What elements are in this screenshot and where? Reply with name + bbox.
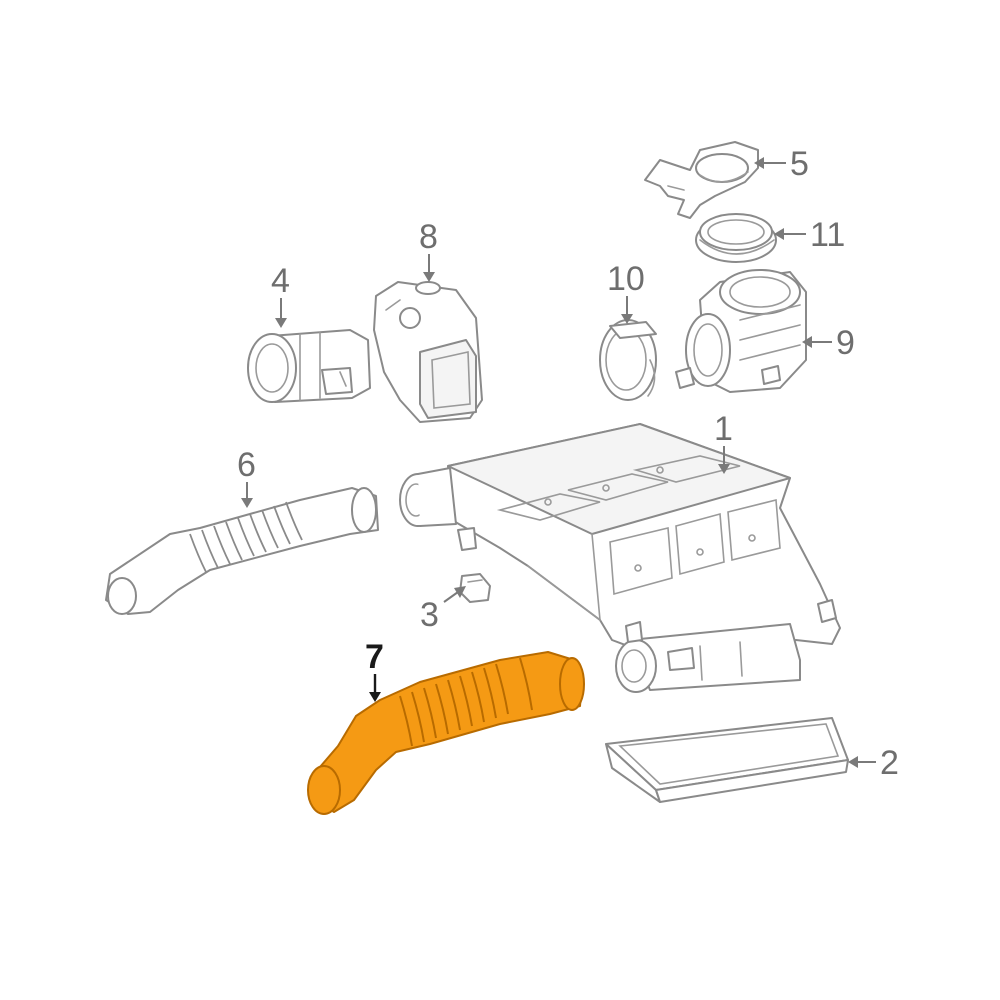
callout-4: 4 xyxy=(271,262,290,300)
callout-6: 6 xyxy=(237,446,256,484)
part-9-adapter-housing[interactable] xyxy=(675,269,807,393)
callout-labels: 1 2 3 4 5 6 7 8 9 10 11 xyxy=(237,145,899,782)
callout-5: 5 xyxy=(790,145,809,183)
part-2-air-filter[interactable] xyxy=(605,717,849,803)
leader-lines xyxy=(241,157,876,768)
part-10-clamp-ring[interactable] xyxy=(599,319,657,401)
part-7-lower-hose-highlighted[interactable] xyxy=(307,651,585,815)
callout-11: 11 xyxy=(810,216,845,254)
callout-2: 2 xyxy=(880,744,899,782)
callout-9: 9 xyxy=(836,324,855,362)
callout-10: 10 xyxy=(607,260,645,298)
callout-8: 8 xyxy=(419,218,438,256)
part-1-air-cleaner-housing[interactable] xyxy=(399,423,841,693)
callout-3: 3 xyxy=(420,596,439,634)
part-6-upper-hose[interactable] xyxy=(105,487,379,615)
part-11-ring[interactable] xyxy=(695,213,777,263)
callout-7: 7 xyxy=(365,638,384,676)
part-4-mass-airflow-sensor[interactable] xyxy=(247,329,371,403)
part-7-hose-end-left xyxy=(307,765,341,815)
part-8-throttle-body[interactable] xyxy=(373,281,483,423)
callout-1: 1 xyxy=(714,410,733,448)
part-7-hose-end-right xyxy=(559,657,585,711)
part-5-clamp-bracket[interactable] xyxy=(644,141,759,219)
